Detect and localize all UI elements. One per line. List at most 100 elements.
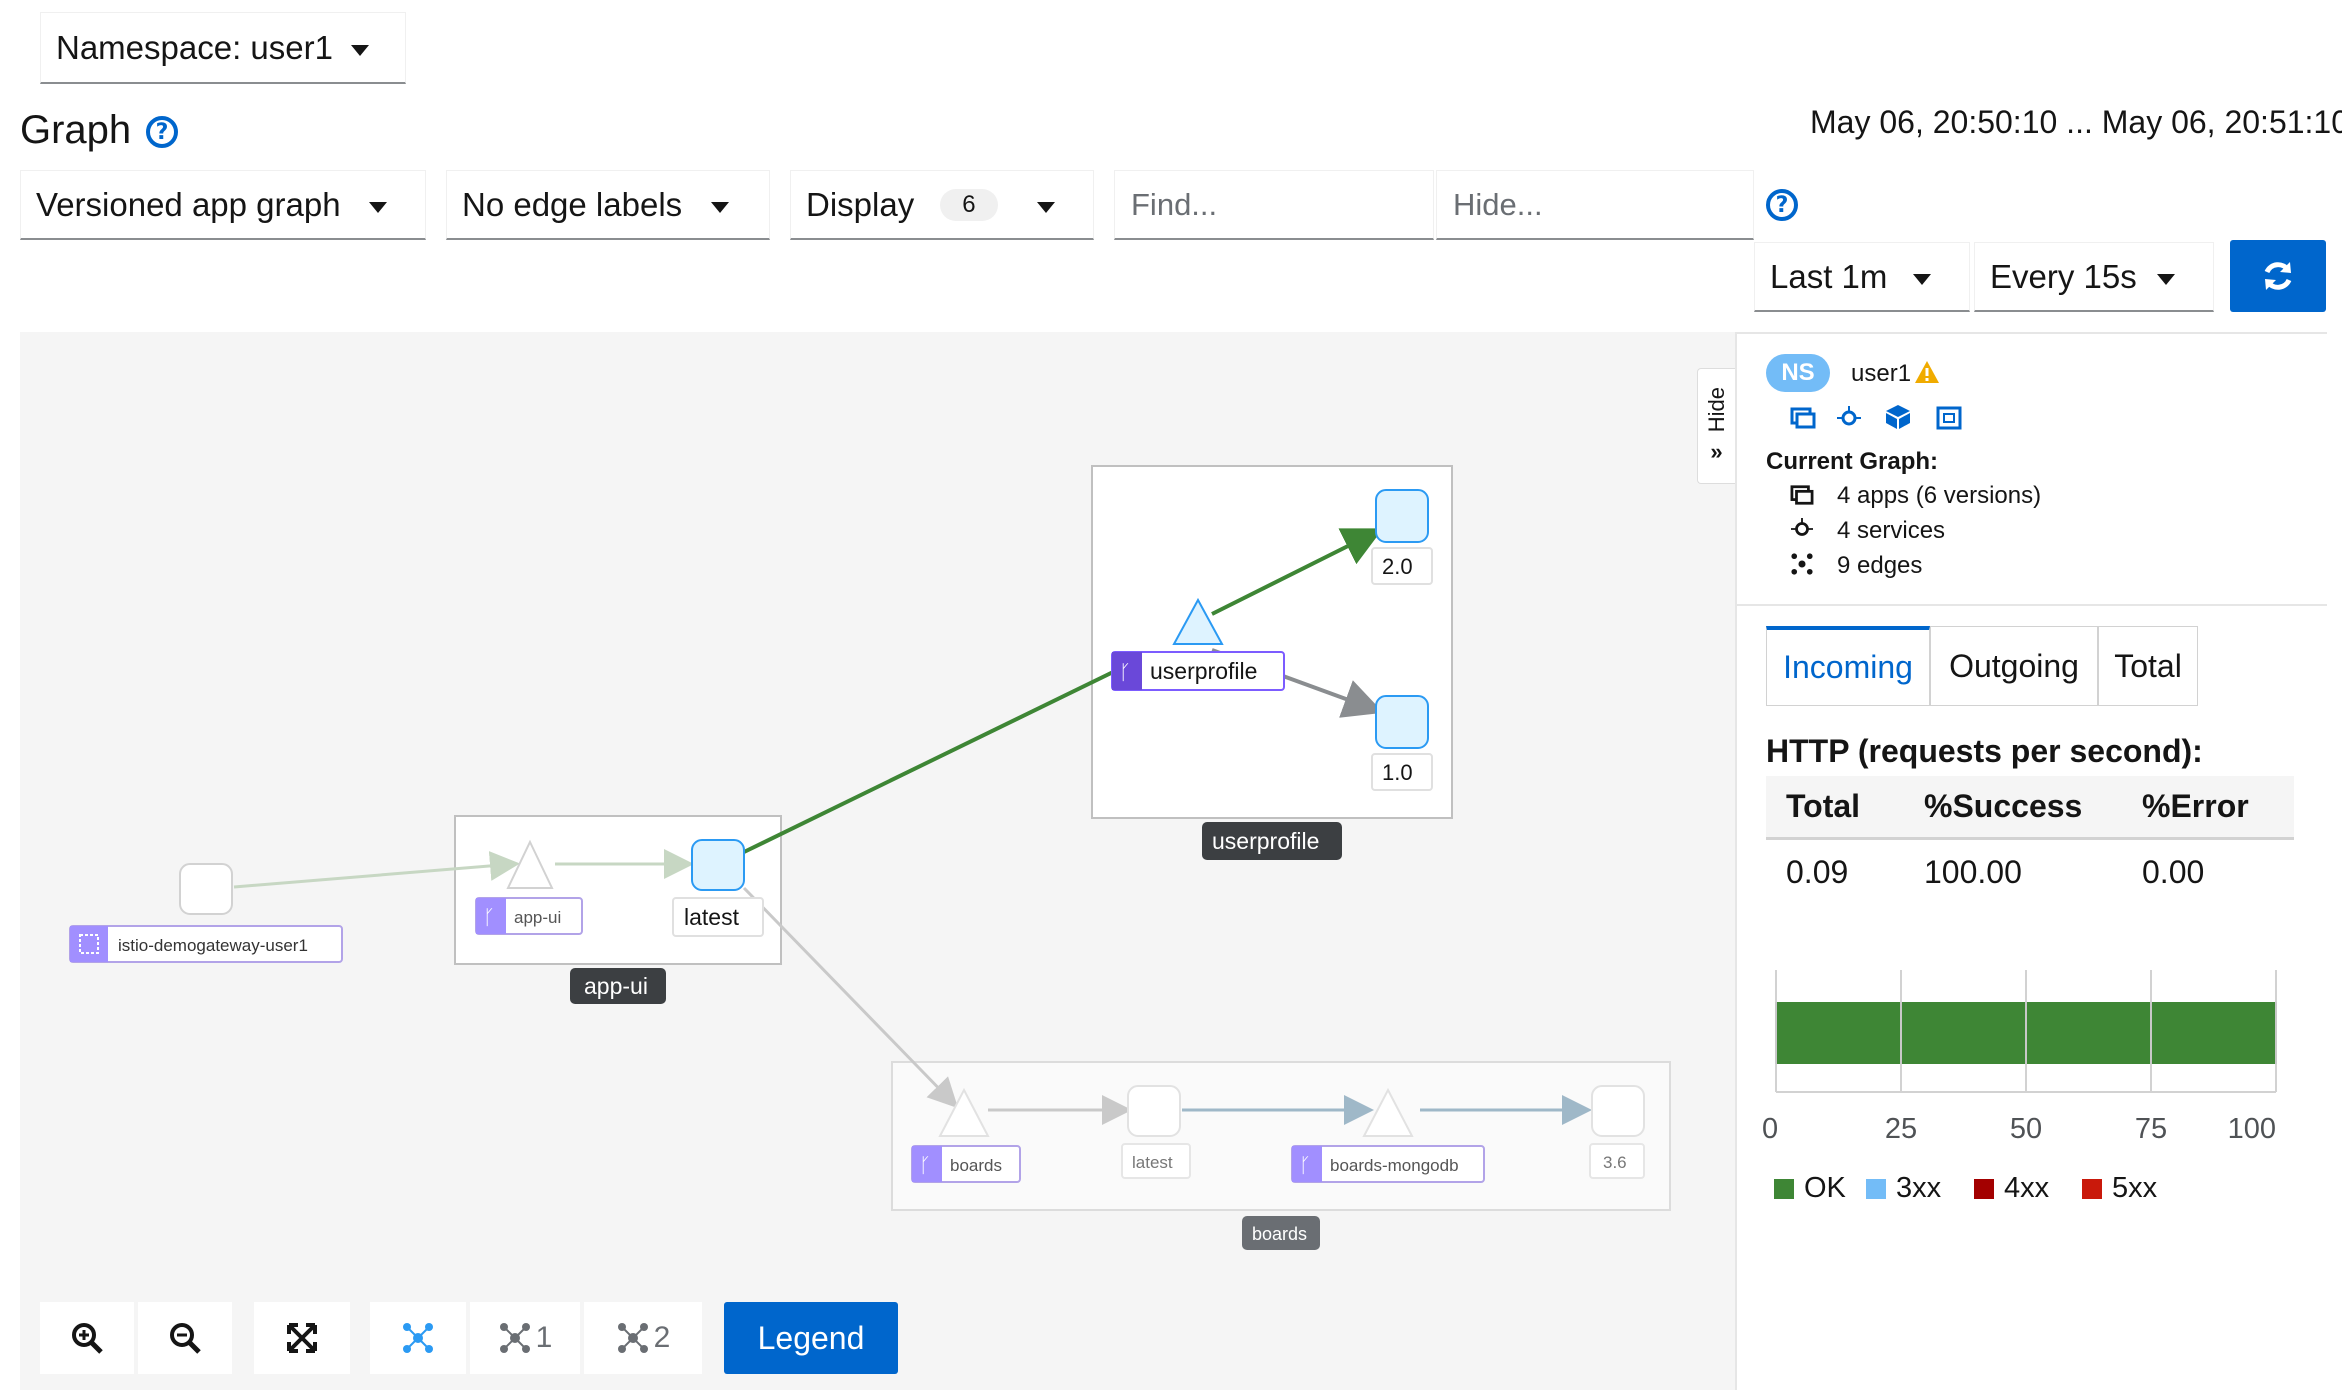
edge-appui-userprofile[interactable] (743, 652, 1151, 854)
layout-default-button[interactable] (370, 1302, 466, 1374)
userprofile-v2-label[interactable]: 2.0 (1371, 547, 1433, 585)
chart-tick-label: 75 (2135, 1113, 2167, 1145)
help-icon[interactable]: ? (146, 116, 178, 148)
topology-icon (403, 1323, 433, 1353)
zoom-in-button[interactable] (40, 1302, 134, 1374)
display-dropdown[interactable]: Display 6 (790, 170, 1094, 240)
app-ui-service-node[interactable] (506, 839, 554, 889)
hide-label: Hide (1703, 387, 1729, 433)
layout-2-button[interactable]: 2 (584, 1302, 702, 1374)
boards-service-label[interactable]: ᚴ boards (911, 1145, 1021, 1183)
app-ui-service-label[interactable]: ᚴ app-ui (475, 897, 583, 935)
chevron-down-icon (369, 202, 387, 213)
mongodb-service-node[interactable] (1362, 1087, 1414, 1137)
branch-icon: ᚴ (919, 1155, 931, 1177)
app-ui-version-node[interactable] (691, 839, 745, 891)
legend-item-ok: OK (1774, 1172, 1846, 1205)
mongodb-version-node[interactable] (1591, 1085, 1645, 1137)
istio-config-icon[interactable] (1936, 406, 1962, 430)
zoom-out-button[interactable] (138, 1302, 232, 1374)
chart-tick-label: 100 (2228, 1113, 2276, 1145)
fit-to-screen-button[interactable] (254, 1302, 350, 1374)
gateway-node[interactable] (179, 863, 233, 915)
mongodb-version-label[interactable]: 3.6 (1589, 1143, 1645, 1179)
edge-userprofile-v2[interactable] (1211, 528, 1384, 616)
mongodb-service-name: boards-mongodb (1330, 1156, 1459, 1175)
boards-box-label[interactable]: boards (1242, 1216, 1320, 1250)
namespace-dropdown[interactable]: Namespace: user1 (40, 12, 406, 84)
edge-appui-boards[interactable] (742, 886, 959, 1109)
userprofile-v1-node[interactable] (1375, 695, 1429, 749)
userprofile-v1-label[interactable]: 1.0 (1371, 753, 1433, 791)
hide-panel-tab[interactable]: Hide » (1697, 368, 1735, 484)
find-input[interactable]: Find... (1114, 170, 1434, 240)
expand-icon (287, 1323, 317, 1353)
layout-1-button[interactable]: 1 (470, 1302, 580, 1374)
namespace-badge: NS (1766, 354, 1830, 392)
userprofile-v2-node[interactable] (1375, 489, 1429, 543)
legend-item-3xx: 3xx (1866, 1172, 1941, 1205)
duration-dropdown[interactable]: Last 1m (1754, 242, 1970, 312)
userprofile-service-label[interactable]: ᚴ userprofile (1111, 651, 1285, 691)
applications-icon (1790, 485, 1814, 505)
panel-divider (1737, 604, 2327, 606)
branch-icon: ᚴ (1119, 662, 1131, 684)
http-title: HTTP (requests per second): (1766, 733, 2203, 769)
legend-swatch-4xx (1974, 1178, 1994, 1199)
refresh-button[interactable] (2230, 240, 2326, 312)
cell-total: 0.09 (1786, 854, 1849, 890)
boards-version-node[interactable] (1127, 1085, 1181, 1137)
gateway-label[interactable]: istio-demogateway-user1 (69, 925, 343, 963)
services-icon[interactable] (1836, 406, 1862, 430)
zoom-out-icon (170, 1323, 201, 1354)
boards-version-text: latest (1132, 1153, 1173, 1172)
mongodb-service-label[interactable]: ᚴ boards-mongodb (1291, 1145, 1485, 1183)
warning-icon (1915, 361, 1939, 383)
refresh-interval-dropdown[interactable]: Every 15s (1974, 242, 2214, 312)
userprofile-box-label[interactable]: userprofile (1202, 822, 1342, 860)
header-success: %Success (1924, 788, 2083, 824)
cell-success: 100.00 (1924, 854, 2022, 890)
gateway-icon (79, 934, 99, 954)
refresh-interval-label: Every 15s (1990, 257, 2137, 295)
boards-service-node[interactable] (938, 1087, 990, 1137)
userprofile-service-name: userprofile (1150, 658, 1257, 684)
zoom-in-icon (72, 1323, 103, 1354)
cell-error: 0.00 (2142, 854, 2205, 890)
namespace-label: Namespace: user1 (56, 28, 333, 66)
legend-item-5xx: 5xx (2082, 1172, 2157, 1205)
app-ui-box-label[interactable]: app-ui (570, 968, 666, 1004)
app-ui-version-label[interactable]: latest (672, 897, 764, 937)
workloads-icon[interactable] (1884, 404, 1912, 430)
services-icon (1791, 518, 1813, 536)
tab-total[interactable]: Total (2098, 626, 2198, 706)
userprofile-service-node[interactable] (1172, 597, 1224, 645)
graph-canvas[interactable]: istio-demogateway-user1 ᚴ app-ui latest … (20, 332, 1735, 1390)
edge-labels-dropdown[interactable]: No edge labels (446, 170, 770, 240)
layout-1-label: 1 (535, 1321, 553, 1354)
display-count-badge: 6 (940, 188, 998, 221)
header-total: Total (1786, 788, 1861, 824)
legend-swatch-5xx (2082, 1178, 2102, 1199)
app-ui-version-text: latest (684, 904, 740, 930)
chart-tick-label: 50 (2010, 1113, 2042, 1145)
tab-outgoing[interactable]: Outgoing (1930, 626, 2098, 706)
header-error: %Error (2142, 788, 2249, 824)
graph-type-dropdown[interactable]: Versioned app graph (20, 170, 426, 240)
layout-2-label: 2 (653, 1321, 671, 1354)
current-graph-label: Current Graph: (1766, 448, 1939, 475)
http-table-header (1766, 776, 2294, 840)
applications-icon[interactable] (1790, 406, 1816, 430)
services-count: 4 services (1837, 517, 1946, 544)
hide-input[interactable]: Hide... (1436, 170, 1754, 240)
legend-button[interactable]: Legend (724, 1302, 898, 1374)
legend-item-4xx: 4xx (1974, 1172, 2049, 1205)
tab-incoming[interactable]: Incoming (1766, 626, 1930, 706)
find-help-icon[interactable]: ? (1766, 189, 1798, 221)
chart-tick-label: 0 (1762, 1113, 1778, 1145)
boards-box[interactable] (891, 1061, 1671, 1211)
edge-gateway-appui[interactable] (233, 851, 520, 889)
panel-namespace-name[interactable]: user1 (1851, 360, 1912, 387)
boards-version-label[interactable]: latest (1121, 1143, 1191, 1179)
